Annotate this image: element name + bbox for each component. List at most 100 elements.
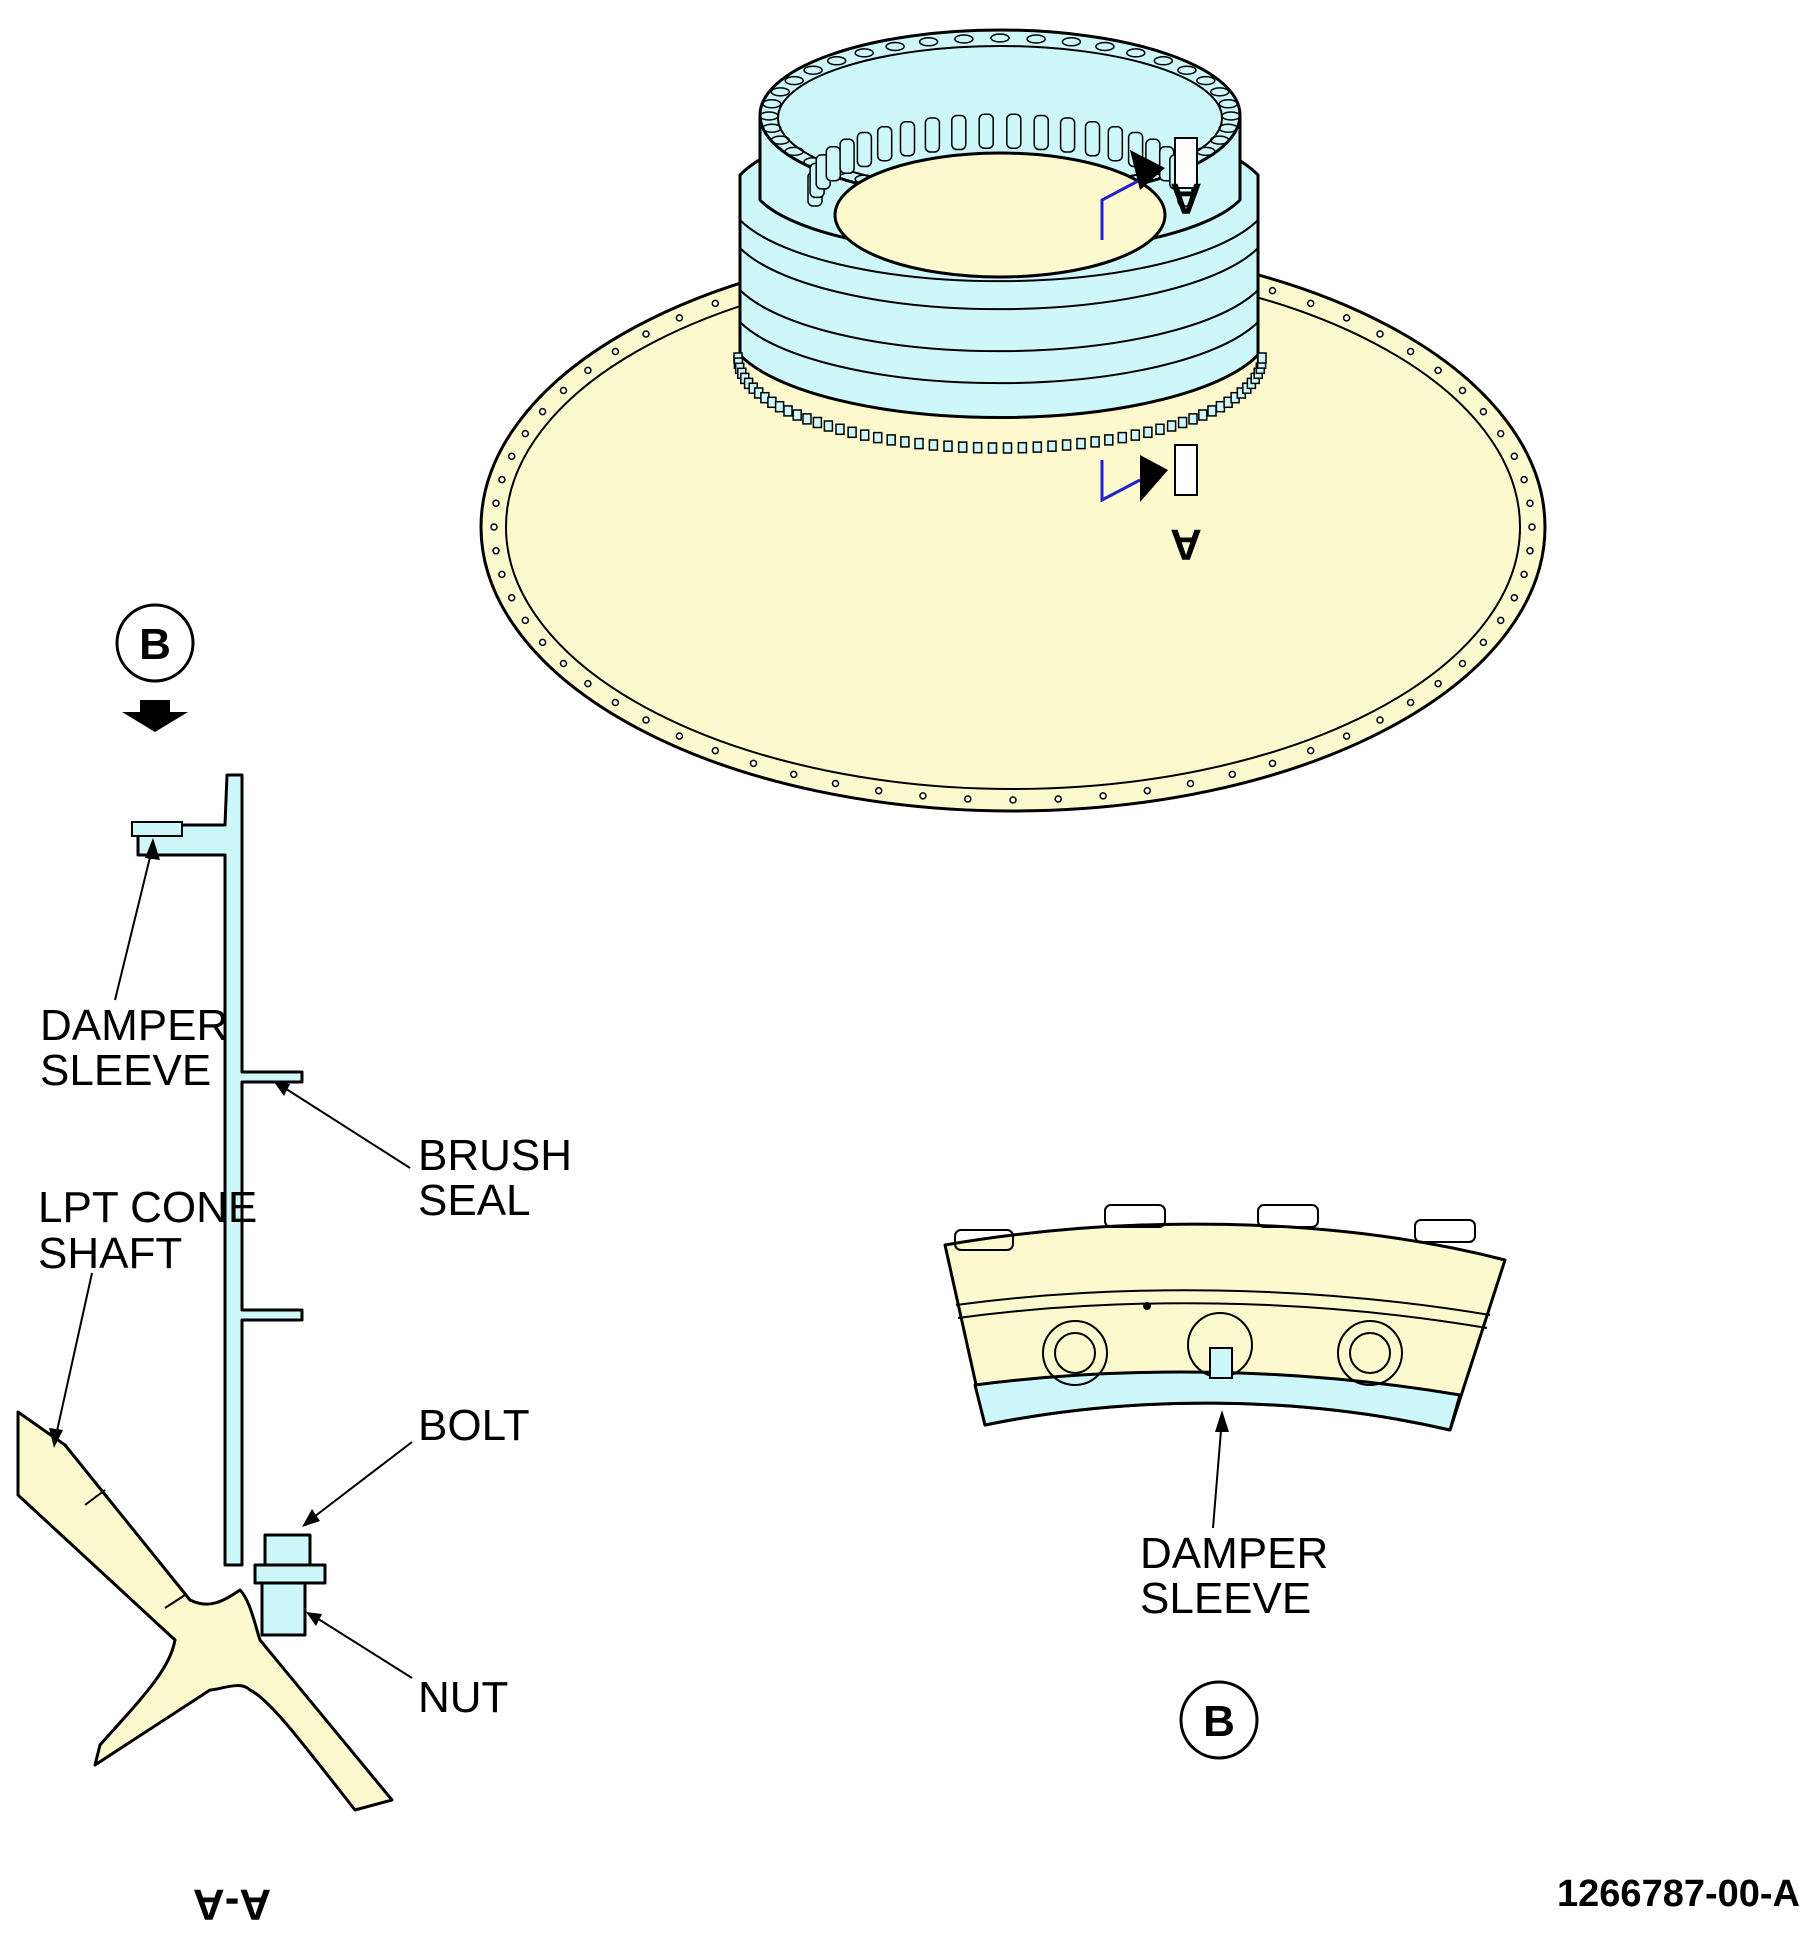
ring-tooth (792, 409, 802, 421)
bolt-hole (1479, 638, 1488, 647)
ring-tooth (1207, 405, 1217, 417)
bolt-hole (1434, 366, 1442, 375)
ring-tooth (1090, 436, 1100, 448)
bolt-hole (675, 314, 684, 322)
bolt (263, 1533, 312, 1567)
damper-finger (924, 117, 941, 153)
bolt-hole (490, 523, 498, 531)
isometric-view: A A (479, 28, 1547, 813)
bolt-hole (1268, 286, 1277, 295)
bolt-hole (521, 616, 530, 625)
ring-oval (1209, 135, 1230, 145)
bolt-hole (1228, 770, 1237, 779)
bolt-hole (964, 795, 972, 803)
ring-oval (1177, 65, 1197, 75)
damper-finger (1033, 114, 1049, 151)
ring-tooth (1117, 431, 1128, 444)
lpt-cone-shaft-leader (54, 1272, 93, 1441)
bolt-hole (1528, 523, 1536, 531)
detail-damper-leader (1212, 1417, 1223, 1529)
damper-finger (899, 121, 916, 157)
bolt-hole (1143, 786, 1152, 795)
damper-sleeve-section (131, 821, 183, 837)
bolt-hole (492, 547, 500, 555)
ring-tooth (1155, 423, 1165, 436)
ring-oval (770, 87, 791, 97)
ring-tooth (783, 405, 793, 417)
damper-finger (1059, 117, 1076, 153)
detail-view-b: DAMPER SLEEVE B (943, 1204, 1507, 1760)
bolt-hole (1306, 299, 1315, 308)
ring-oval (1218, 99, 1238, 109)
bolt-hole (492, 499, 500, 507)
ring-tooth (943, 440, 953, 452)
bolt-hole (1520, 570, 1528, 579)
bolt-hole (1479, 407, 1488, 416)
ring-oval (784, 146, 804, 157)
ring-tooth (812, 416, 823, 429)
ring-tooth (1076, 437, 1086, 450)
ring-tooth (767, 396, 777, 409)
ring-oval (1126, 48, 1146, 58)
bolt-hole (538, 407, 547, 416)
bolt-hole (831, 779, 840, 788)
ring-oval (918, 37, 939, 47)
bolt-hole (538, 638, 547, 647)
bolt-hole (584, 679, 592, 688)
ring-tooth (774, 400, 785, 413)
cone-bolt-holes (490, 286, 1536, 804)
bolt-hole (874, 786, 883, 795)
bolt-hole (498, 570, 506, 579)
bolt-hole (919, 792, 927, 800)
ring-tooth (802, 413, 812, 425)
damper-sleeve-label: DAMPER SLEEVE (40, 1001, 240, 1095)
figure-number: 1266787-00-A (1557, 1873, 1800, 1915)
ring-tooth (1017, 441, 1028, 454)
bolt-hole (1458, 659, 1467, 668)
bolt-hole (559, 386, 568, 395)
brush-seal-label: BRUSH SEAL (418, 1131, 584, 1225)
ring-oval (762, 123, 782, 133)
nut-label: NUT (418, 1673, 508, 1722)
ring-oval (826, 56, 847, 66)
ring-tooth (1143, 426, 1153, 439)
bolt-flange (253, 1563, 327, 1585)
nut-leader (311, 1614, 413, 1679)
bolt-hole (498, 475, 506, 484)
ring-oval (803, 65, 823, 75)
damper-finger (978, 113, 994, 149)
bolt-hole (1054, 795, 1062, 803)
bolt-hole (1496, 429, 1505, 438)
section-arrow-bottom (1140, 455, 1168, 502)
ring-tooth (987, 442, 998, 454)
seal-ring-grooves (739, 219, 1259, 385)
ring-oval (759, 111, 779, 121)
damper-finger (951, 114, 967, 151)
ring-tooth (1104, 434, 1114, 446)
bolt-hole (1376, 716, 1384, 724)
view-direction-arrow (122, 700, 188, 732)
ring-oval (990, 33, 1010, 43)
ring-tooth (1130, 429, 1141, 441)
ring-tooth (957, 441, 968, 453)
inner-bore (833, 151, 1167, 279)
bolt-hole (507, 593, 516, 602)
bolt-hole (1520, 475, 1528, 484)
lpt-cone-shaft-label: LPT CONE SHAFT (38, 1183, 269, 1278)
section-title: A-A (193, 1880, 271, 1929)
bolt-leader (309, 1441, 413, 1521)
ring-tooth (847, 426, 857, 439)
damper-sleeve-leader (114, 844, 154, 1001)
section-marker-bottom: A (1170, 520, 1202, 569)
bolt-hole (507, 452, 516, 461)
bolt-hole (1376, 330, 1384, 338)
ring-tooth (1198, 409, 1208, 421)
ring-tooth (1002, 442, 1013, 454)
damper-finger (1006, 113, 1022, 149)
ring-tooth (886, 434, 896, 446)
ring-tooth (900, 436, 910, 448)
bolt-hole (711, 746, 720, 755)
bolt-hole (1186, 779, 1195, 788)
bolt-hole (642, 330, 650, 338)
